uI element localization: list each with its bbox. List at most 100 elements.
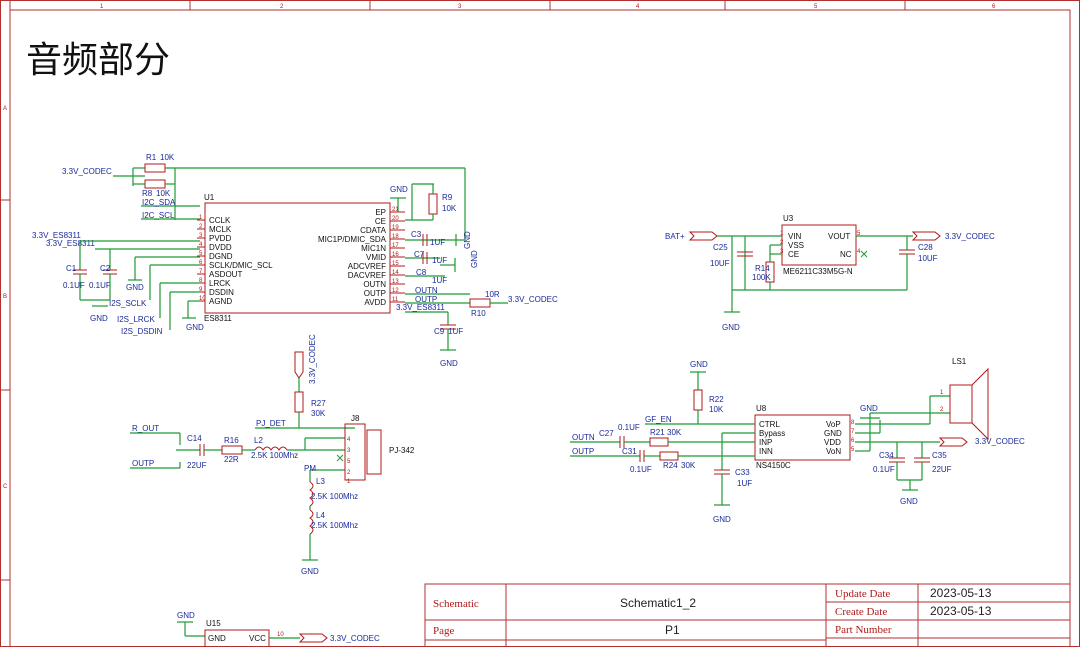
net-i2s-lrck: I2S_LRCK bbox=[117, 315, 155, 324]
gnd-dgnd: GND bbox=[126, 283, 144, 292]
net-r-out: R_OUT bbox=[132, 424, 159, 433]
r24-label: R24 bbox=[663, 461, 678, 470]
r9-value: 10K bbox=[442, 204, 457, 213]
tb-page-value: P1 bbox=[665, 623, 680, 637]
r8-label: R8 bbox=[142, 189, 153, 198]
u8-pin-von: VoN bbox=[826, 447, 841, 456]
u8-num-5: 5 bbox=[851, 447, 855, 453]
c8-label: C8 bbox=[416, 268, 427, 277]
net-i2s-sclk: I2S_SCLK bbox=[109, 299, 147, 308]
c9-label: C9 bbox=[434, 327, 445, 336]
u1-right-pin-11: AVDD bbox=[364, 298, 386, 307]
u1-left-pin-6: SCLK/DMIC_SCL bbox=[209, 261, 273, 270]
u3-name: ME6211C33M5G-N bbox=[783, 267, 853, 276]
u1-right-pin-10: OUTP bbox=[364, 289, 386, 298]
r1-value: 10K bbox=[160, 153, 175, 162]
r1-label: R1 bbox=[146, 153, 157, 162]
r14-label: R14 bbox=[755, 264, 770, 273]
u1-left-pin-4: DVDD bbox=[209, 243, 232, 252]
net-pm: PM bbox=[304, 464, 316, 473]
net-v33codec-4: 3.3V_CODEC bbox=[308, 334, 317, 384]
u1-left-num-2: 2 bbox=[199, 224, 203, 230]
u1-right-pin-8: DACVREF bbox=[348, 271, 386, 280]
page-heading: 音频部分 bbox=[26, 39, 170, 80]
title-block: Schematic Schematic1_2 Page P1 Update Da… bbox=[424, 583, 1071, 647]
net-v33codec-6: 3.3V_CODEC bbox=[330, 634, 380, 643]
c2-value: 0.1UF bbox=[89, 281, 111, 290]
l4-label: L4 bbox=[316, 511, 325, 520]
net-v33codec-2: 3.3V_CODEC bbox=[508, 295, 558, 304]
u3-ldo[interactable]: U3 ME6211C33M5G-N VIN VSS CE VOUT NC 1 2… bbox=[780, 214, 861, 276]
u1-right-num-5: 17 bbox=[392, 243, 399, 249]
net-outp-amp: OUTP bbox=[572, 447, 594, 456]
j8-pin-a: 4 bbox=[347, 437, 351, 443]
u1-right-num-10: 12 bbox=[392, 288, 399, 294]
net-outp-jack: OUTP bbox=[132, 459, 154, 468]
u8-amplifier[interactable]: U8 NS4150C CTRL Bypass INP INN VoP GND V… bbox=[754, 404, 855, 470]
net-i2c-scl: I2C_SCL bbox=[142, 211, 175, 220]
gnd-c3: GND bbox=[463, 231, 472, 249]
tb-part-label: Part Number bbox=[835, 624, 892, 636]
u8-pin-vop: VoP bbox=[826, 420, 841, 429]
frame-col-2: 2 bbox=[280, 4, 284, 10]
u8-ref: U8 bbox=[756, 404, 767, 413]
r9-label: R9 bbox=[442, 193, 453, 202]
u3-num-2: 2 bbox=[780, 240, 784, 246]
frame-col-4: 4 bbox=[636, 4, 640, 10]
c14-label: C14 bbox=[187, 434, 202, 443]
u1-left-pin-5: DGND bbox=[209, 252, 233, 261]
net-bat: BAT+ bbox=[665, 232, 685, 241]
r14-value: 100K bbox=[752, 273, 771, 282]
u1-left-num-9: 9 bbox=[199, 287, 203, 293]
l4-value: 2.5K 100Mhz bbox=[311, 521, 358, 530]
net-pj-det: PJ_DET bbox=[256, 419, 286, 428]
u1-left-num-1: 1 bbox=[199, 215, 203, 221]
u3-num-1: 1 bbox=[780, 231, 784, 237]
r10-value: 10R bbox=[485, 290, 500, 299]
u8-pin-vdd: VDD bbox=[824, 438, 841, 447]
net-v33codec-3: 3.3V_CODEC bbox=[945, 232, 995, 241]
u1-right-num-11: 11 bbox=[392, 297, 399, 303]
ls1-pin-1: 1 bbox=[940, 390, 944, 396]
j8-jack[interactable]: J8 PJ-342 4 3 5 2 1 bbox=[336, 414, 415, 485]
u1-left-num-10: 10 bbox=[199, 296, 206, 302]
ls1-pin-2: 2 bbox=[940, 407, 944, 413]
c31-label: C31 bbox=[622, 447, 637, 456]
u1-left-pin-7: ASDOUT bbox=[209, 270, 242, 279]
r22-value: 10K bbox=[709, 405, 724, 414]
u15-partial[interactable]: GND U15 GND VCC 10 3.3V_CODEC bbox=[177, 611, 380, 647]
c25-value: 10UF bbox=[710, 259, 730, 268]
c33-value: 1UF bbox=[737, 479, 752, 488]
c14-value: 22UF bbox=[187, 461, 207, 470]
c31-value: 0.1UF bbox=[630, 465, 652, 474]
u1-right-pin-5: MIC1N bbox=[361, 244, 386, 253]
u1-left-pin-10: AGND bbox=[209, 297, 232, 306]
u8-pin-inp: INP bbox=[759, 438, 772, 447]
u8-pin-inn: INN bbox=[759, 447, 773, 456]
r22-label: R22 bbox=[709, 395, 724, 404]
net-gf-en: GF_EN bbox=[645, 415, 672, 424]
gnd-jack: GND bbox=[301, 567, 319, 576]
gnd-c33: GND bbox=[713, 515, 731, 524]
ls1-speaker[interactable]: LS1 1 2 bbox=[940, 357, 989, 441]
r27-value: 30K bbox=[311, 409, 326, 418]
u8-num-6: 6 bbox=[851, 438, 855, 444]
u1-left-pin-9: DSDIN bbox=[209, 288, 234, 297]
c1-label: C1 bbox=[66, 264, 77, 273]
u15-pin-gnd: GND bbox=[208, 634, 226, 643]
gnd-ep: GND bbox=[390, 185, 408, 194]
c34-label: C34 bbox=[879, 451, 894, 460]
u3-pin-vss: VSS bbox=[788, 241, 804, 250]
u1-codec[interactable]: U1 ES8311 CCLK1MCLK2PVDD3DVDD4DGND5SCLK/… bbox=[197, 193, 405, 323]
u1-left-num-6: 6 bbox=[199, 260, 203, 266]
net-v33codec-5: 3.3V_CODEC bbox=[975, 437, 1025, 446]
c35-value: 22UF bbox=[932, 465, 952, 474]
gnd-c7: GND bbox=[470, 250, 479, 268]
net-outn-amp: OUTN bbox=[572, 433, 595, 442]
frame-col-3: 3 bbox=[458, 4, 462, 10]
u1-left-pin-3: PVDD bbox=[209, 234, 231, 243]
r16-value: 22R bbox=[224, 455, 239, 464]
u1-left-pin-8: LRCK bbox=[209, 279, 231, 288]
u1-left-num-8: 8 bbox=[199, 278, 203, 284]
j8-pin-b: 3 bbox=[347, 448, 351, 454]
